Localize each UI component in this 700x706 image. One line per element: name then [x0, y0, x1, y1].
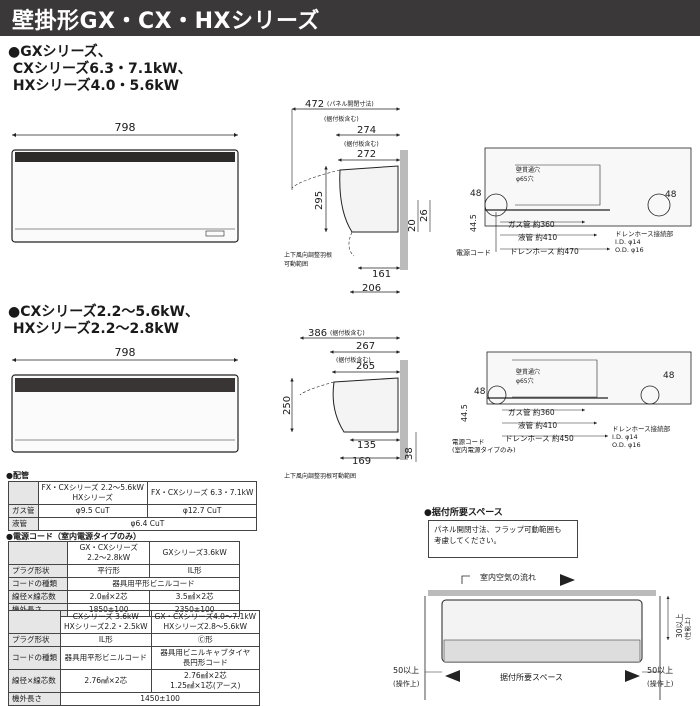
page-title: 壁掛形GX・CX・HXシリーズ [12, 9, 320, 34]
svg-text:44.5: 44.5 [469, 214, 478, 232]
svg-text:472: 472 [305, 99, 324, 110]
svg-text:161: 161 [372, 269, 391, 280]
svg-text:265: 265 [356, 361, 375, 372]
space-title: ●据付所要スペース [424, 508, 503, 518]
svg-text:50以上: 50以上 [647, 666, 673, 675]
width-dim-1: 798 [115, 121, 136, 134]
section1-title: ●GXシリーズ、 CXシリーズ6.3・7.1kW、 HXシリーズ4.0・5.6k… [8, 44, 192, 94]
svg-text:(性能上): (性能上) [684, 617, 692, 640]
svg-text:38: 38 [404, 447, 415, 460]
svg-text:206: 206 [362, 283, 381, 294]
header-bar: 壁掛形GX・CX・HXシリーズ [0, 0, 700, 36]
svg-text:(据付板含む): (据付板含む) [324, 115, 359, 123]
svg-text:ドレンホース 約450: ドレンホース 約450 [505, 433, 574, 443]
pipe-col1: FX・CXシリーズ 2.2～5.6kW HXシリーズ [37, 481, 148, 505]
side-view-2: 386 (据付板含む) 267 (据付板含む) 265 250 135 169 … [282, 328, 417, 480]
section2-title: ●CXシリーズ2.2～5.6kW、 HXシリーズ2.2～2.8kW [8, 304, 199, 337]
power-table-title: ●電源コード（室内電源タイプのみ） [6, 532, 141, 541]
svg-text:295: 295 [314, 191, 325, 210]
svg-text:169: 169 [352, 456, 371, 467]
svg-text:26: 26 [419, 209, 430, 222]
pipe-col2: FX・CXシリーズ 6.3・7.1kW [146, 481, 258, 505]
svg-text:上下風向調整羽根可動範囲: 上下風向調整羽根可動範囲 [284, 472, 356, 480]
front-view-1: 798 [11, 121, 239, 243]
svg-text:30以上: 30以上 [675, 613, 684, 638]
svg-text:ドレンホース 約470: ドレンホース 約470 [510, 246, 579, 256]
svg-text:274: 274 [357, 125, 376, 136]
pipe-table-title: ●配管 [6, 471, 29, 480]
svg-text:液管 約410: 液管 約410 [518, 232, 557, 242]
svg-text:267: 267 [356, 341, 375, 352]
svg-text:48: 48 [663, 371, 675, 381]
svg-text:50以上: 50以上 [393, 666, 419, 675]
side-view-1: 472 (パネル開閉寸法) (据付板含む) 274 (据付板含む) 272 29… [284, 99, 431, 294]
front-view-2: 798 [11, 346, 239, 453]
svg-text:電源コード(室内電源タイプのみ): 電源コード(室内電源タイプのみ) [452, 437, 516, 454]
svg-text:電源コード: 電源コード [456, 248, 491, 257]
svg-text:272: 272 [357, 149, 376, 160]
svg-text:据付所要スペース: 据付所要スペース [500, 672, 563, 682]
svg-text:上下風向調整羽根可動範囲: 上下風向調整羽根可動範囲 [284, 251, 332, 268]
svg-text:(据付板含む): (据付板含む) [336, 356, 371, 364]
svg-text:(パネル開閉寸法): (パネル開閉寸法) [327, 100, 374, 108]
install-space-diagram: 室内空気の流れ 30以上 (性能上) 据付所要スペース 50以上 (操作上) 5… [393, 572, 692, 700]
pipe-table: FX・CXシリーズ 2.2～5.6kW HXシリーズ FX・CXシリーズ 6.3… [8, 481, 258, 531]
svg-text:ガス管 約360: ガス管 約360 [508, 407, 555, 417]
svg-text:液管 約410: 液管 約410 [518, 420, 557, 430]
svg-text:135: 135 [357, 440, 376, 451]
svg-text:(据付板含む): (据付板含む) [330, 329, 365, 337]
power-table-1: GX・CXシリーズ 2.2～2.8kW GXシリーズ3.6kW プラグ形状 平行… [8, 541, 240, 617]
svg-text:798: 798 [115, 346, 136, 359]
svg-text:44.5: 44.5 [460, 404, 469, 422]
svg-text:386: 386 [308, 328, 327, 339]
power-table-2: CXシリーズ 3.6kW HXシリーズ2.2・2.5kW GX・CXシリーズ4.… [8, 610, 261, 706]
svg-text:ガス管 約360: ガス管 約360 [508, 219, 555, 229]
space-note: パネル開閉寸法、フラップ可動範囲も 考慮してください。 [428, 520, 578, 558]
svg-text:48: 48 [474, 387, 486, 397]
svg-text:室内空気の流れ: 室内空気の流れ [480, 572, 536, 582]
svg-text:(据付板含む): (据付板含む) [344, 140, 379, 148]
svg-text:(操作上): (操作上) [393, 679, 420, 688]
svg-text:250: 250 [282, 396, 293, 415]
svg-text:48: 48 [470, 189, 482, 199]
svg-text:(操作上): (操作上) [647, 679, 674, 688]
svg-text:48: 48 [665, 190, 677, 200]
svg-text:20: 20 [407, 219, 418, 232]
